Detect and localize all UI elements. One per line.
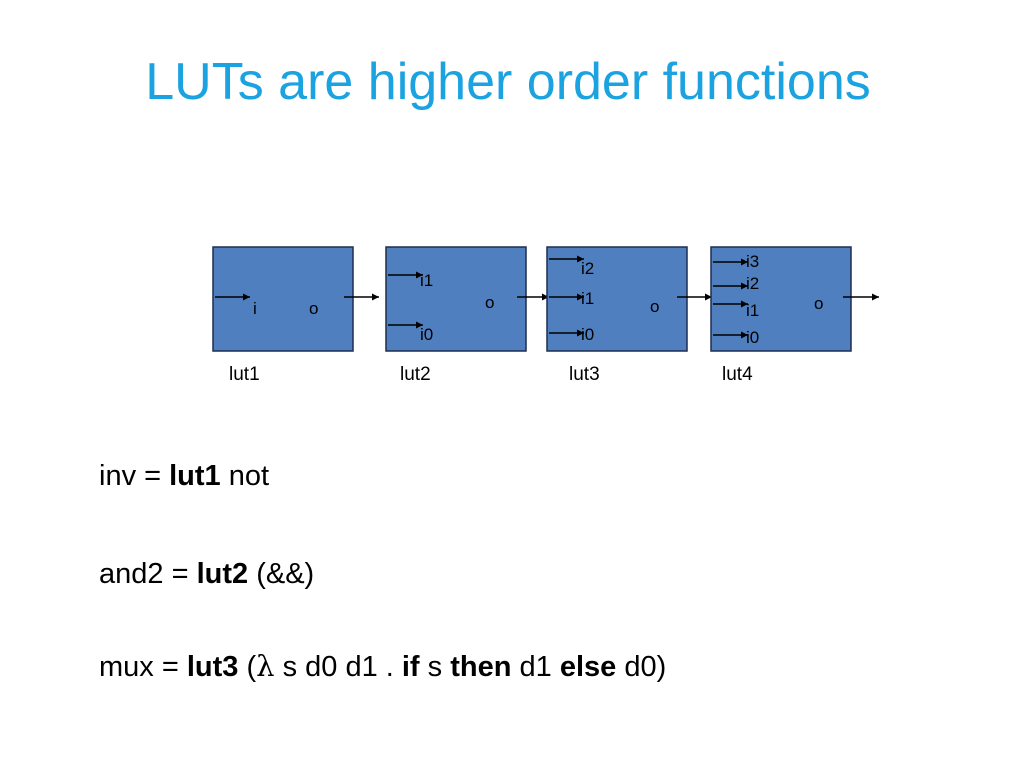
lut1-output-label: o <box>309 299 318 318</box>
lut1-block: i o <box>212 246 354 352</box>
mux-kw-if: if <box>401 651 420 683</box>
lut4-input-label-i3: i3 <box>746 252 759 271</box>
lut2-caption: lut2 <box>400 364 431 385</box>
lut2-box <box>385 246 527 352</box>
inv-fn: lut1 <box>169 460 221 492</box>
and2-lhs: and2 = <box>99 558 197 590</box>
lut2-block: i1 i0 o <box>385 246 527 352</box>
mux-fn: lut3 <box>186 651 239 683</box>
mux-kw-then: then <box>450 651 512 683</box>
lut4-input-label-i2: i2 <box>746 274 759 293</box>
and2-rest: (&&) <box>248 558 315 590</box>
lut4-input-label-i1: i1 <box>746 301 759 320</box>
lut4-input-label-i0: i0 <box>746 328 759 347</box>
mux-else-val: d0) <box>616 651 667 683</box>
lut4-box <box>710 246 852 352</box>
code-line-and2: and2 = lut2 (&&) <box>99 557 314 591</box>
inv-rest: not <box>220 460 270 492</box>
inv-lhs: inv = <box>99 460 170 492</box>
lut3-input-label-i1: i1 <box>581 289 594 308</box>
lut3-box <box>546 246 688 352</box>
lut3-input-label-i2: i2 <box>581 259 594 278</box>
mux-args: s d0 d1 . <box>274 651 402 683</box>
code-line-inv: inv = lut1 not <box>99 459 269 493</box>
mux-cond: s <box>419 651 451 683</box>
mux-lhs: mux = <box>99 651 187 683</box>
lut2-input-label-i1: i1 <box>420 271 433 290</box>
lut1-caption: lut1 <box>229 364 260 385</box>
lut4-block: i3 i2 i1 i0 o <box>710 246 852 352</box>
lut3-caption: lut3 <box>569 364 600 385</box>
lut1-input-label-i: i <box>253 299 257 318</box>
mux-open: ( <box>238 651 257 683</box>
mux-lambda: λ <box>256 649 275 683</box>
mux-then-val: d1 <box>511 651 560 683</box>
lut4-output-label: o <box>814 294 823 313</box>
slide-title: LUTs are higher order functions <box>145 53 871 111</box>
and2-fn: lut2 <box>196 558 249 590</box>
lut3-input-label-i0: i0 <box>581 325 594 344</box>
lut2-input-label-i0: i0 <box>420 325 433 344</box>
lut3-output-label: o <box>650 297 659 316</box>
lut1-box <box>212 246 354 352</box>
lut3-block: i2 i1 i0 o <box>546 246 688 352</box>
lut4-caption: lut4 <box>722 364 753 385</box>
code-line-mux: mux = lut3 (λ s d0 d1 . if s then d1 els… <box>99 649 666 684</box>
mux-kw-else: else <box>559 651 617 683</box>
lut2-output-label: o <box>485 293 494 312</box>
